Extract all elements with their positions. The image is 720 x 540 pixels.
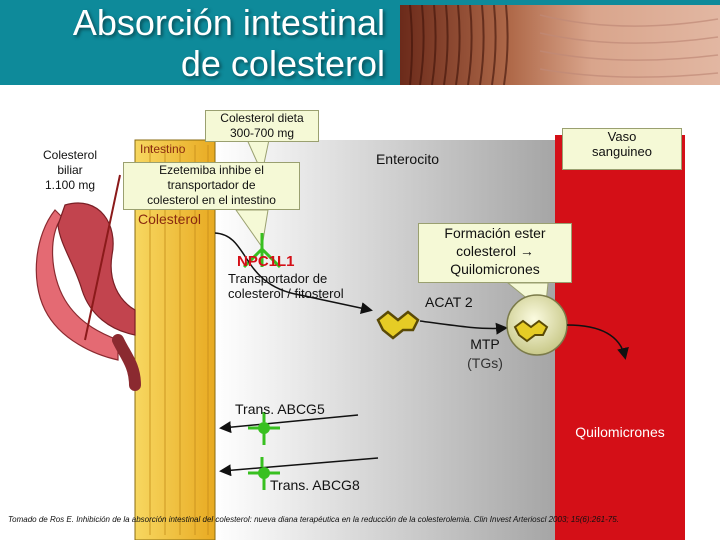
blood-vessel <box>555 135 685 540</box>
abcg8-label: Trans. ABCG8 <box>270 477 360 493</box>
abcg8-efflux-arrow <box>219 457 379 477</box>
abcg5-label: Trans. ABCG5 <box>235 401 325 417</box>
diet-callout: Colesterol dieta 300-700 mg <box>205 110 319 142</box>
biliary-cholesterol-label: Colesterol biliar 1.100 mg <box>42 148 98 192</box>
ester-formation-callout: Formación ester colesterol → Quilomicron… <box>418 223 572 283</box>
abcg8-node <box>258 467 270 479</box>
mtp-label: MTP <box>470 336 500 352</box>
stomach-shape <box>35 209 119 361</box>
esterification-arrow <box>419 320 508 335</box>
ezetimibe-callout: Ezetemiba inhibe el transportador de col… <box>123 162 300 210</box>
enterocyte-label: Enterocito <box>375 151 440 167</box>
transporter-label: Transportador de colesterol / fitosterol <box>228 271 344 301</box>
tgs-label: (TGs) <box>467 355 503 371</box>
npc1l1-transporter <box>242 233 282 269</box>
cholesterol-label: Colesterol <box>138 211 202 227</box>
abcg5-node <box>258 422 270 434</box>
blood-vessel-callout: Vaso sanguineo <box>562 128 682 170</box>
duodenum-tube <box>112 334 141 391</box>
cholesterol-uptake-arrow <box>214 232 373 314</box>
title-line-2: de colesterol <box>180 43 385 84</box>
page-title: Absorción intestinal de colesterol <box>0 2 385 84</box>
micrograph-image <box>400 5 720 85</box>
title-line-1: Absorción intestinal <box>72 2 385 43</box>
cholesterol-molecule-2 <box>513 319 549 343</box>
ezetimibe-callout-pointer <box>235 209 269 249</box>
chylomicrons-label: Quilomicrones <box>575 424 665 440</box>
intestine-label: Intestino <box>140 142 186 156</box>
acat2-label: ACAT 2 <box>425 294 473 310</box>
cholesterol-molecule-1 <box>376 310 420 340</box>
bile-duct-line <box>84 174 121 341</box>
secretion-arrow <box>566 324 629 360</box>
citation-footer: Tomado de Ros E. Inhibición de la absorc… <box>8 515 619 524</box>
npc1l1-label: NPC1L1 <box>237 253 295 270</box>
abcg5-efflux-arrow <box>219 414 359 434</box>
